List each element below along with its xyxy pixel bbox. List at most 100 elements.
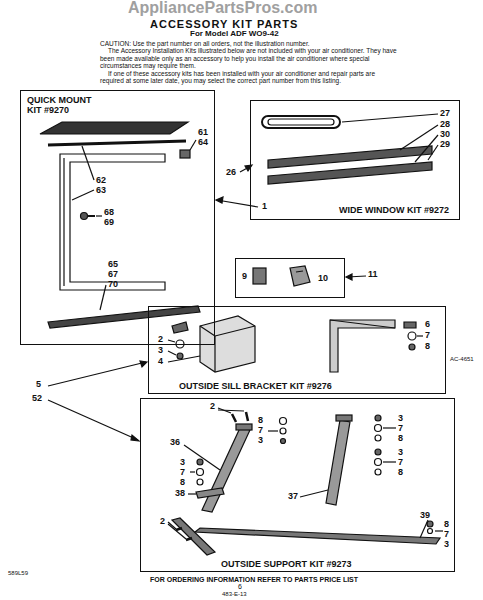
callout-number: 26 bbox=[226, 168, 236, 178]
callout-number: 8 bbox=[398, 468, 403, 478]
block-edge bbox=[200, 326, 215, 336]
callout-number: 8 bbox=[398, 434, 403, 444]
leader-line bbox=[190, 471, 195, 472]
callout-number: 3 bbox=[398, 448, 403, 458]
callout-number: 9 bbox=[242, 271, 247, 281]
leader-line bbox=[342, 114, 438, 122]
washer bbox=[375, 469, 381, 475]
leader-line bbox=[96, 215, 102, 216]
callout-number: 7 bbox=[398, 424, 403, 434]
cross-bar bbox=[195, 528, 440, 544]
callout-number: 8 bbox=[180, 478, 185, 488]
leader-line bbox=[168, 524, 186, 539]
callout-number: 67 bbox=[108, 270, 118, 280]
short-bar bbox=[172, 518, 215, 555]
screw-shank bbox=[87, 215, 95, 217]
small-part bbox=[180, 150, 190, 158]
doc-code: 483-E-13 bbox=[222, 591, 247, 598]
leader-line bbox=[435, 530, 443, 531]
leader-line bbox=[72, 190, 94, 200]
screw bbox=[404, 322, 416, 328]
screw bbox=[172, 322, 188, 333]
leader-line bbox=[428, 145, 438, 160]
washer bbox=[428, 529, 433, 534]
strut-plate bbox=[236, 424, 252, 430]
leader-arrow bbox=[48, 362, 146, 386]
callout-number: 8 bbox=[258, 416, 263, 426]
leader-line bbox=[417, 335, 423, 336]
washer bbox=[375, 425, 382, 432]
callout-number: 5 bbox=[36, 380, 41, 390]
leader-arrow bbox=[48, 400, 138, 440]
callout-number: 7 bbox=[444, 530, 449, 540]
kit-heading: WIDE WINDOW KIT #9272 bbox=[339, 205, 449, 215]
foam-loop-inner bbox=[268, 119, 334, 125]
callout-number: 3 bbox=[258, 436, 263, 446]
footer-note: FOR ORDERING INFORMATION REFER TO PARTS … bbox=[150, 576, 358, 584]
callout-number: 2 bbox=[158, 335, 163, 345]
callout-number: 2 bbox=[210, 402, 215, 412]
left-strut bbox=[202, 428, 250, 512]
callout-number: 7 bbox=[258, 426, 263, 436]
callout-number: 7 bbox=[425, 331, 430, 341]
leader-line bbox=[420, 520, 428, 538]
callout-number: 37 bbox=[288, 492, 298, 502]
washer bbox=[375, 459, 382, 466]
leader-line bbox=[383, 427, 396, 428]
leader-line bbox=[218, 410, 244, 411]
callout-number: 8 bbox=[425, 342, 430, 352]
sill-block bbox=[200, 316, 255, 372]
leader-line bbox=[168, 340, 175, 342]
callout-number: 30 bbox=[440, 130, 450, 140]
callout-number: 68 bbox=[104, 208, 114, 218]
callout-number: 3 bbox=[158, 346, 163, 356]
callout-number: 11 bbox=[368, 270, 378, 280]
kit-heading: QUICK MOUNT KIT #9270 bbox=[27, 95, 107, 115]
block-edge bbox=[215, 326, 255, 336]
title: ACCESSORY KIT PARTS bbox=[150, 18, 298, 30]
nut bbox=[375, 415, 381, 421]
callout-number: 36 bbox=[170, 438, 180, 448]
leader-arrow bbox=[217, 200, 258, 207]
callout-number: 61 bbox=[198, 128, 208, 138]
wide-bar bbox=[268, 162, 432, 184]
callout-number: 63 bbox=[96, 186, 106, 196]
callout-number: 69 bbox=[104, 218, 114, 228]
callout-number: 38 bbox=[175, 489, 185, 499]
leader-line bbox=[383, 461, 396, 462]
nut bbox=[197, 459, 203, 465]
washer bbox=[280, 418, 287, 425]
leader-line bbox=[168, 351, 176, 355]
leader-line bbox=[188, 493, 196, 494]
watermark: AppliancePartsPros.com bbox=[128, 0, 317, 17]
callout-number: 1 bbox=[262, 202, 267, 212]
washer bbox=[197, 479, 203, 485]
leader-line bbox=[100, 285, 106, 310]
callout-number: 10 bbox=[318, 273, 328, 283]
right-strut bbox=[326, 420, 350, 505]
callout-number: 29 bbox=[440, 140, 450, 150]
sill-bracket bbox=[330, 320, 395, 372]
callout-number: 70 bbox=[108, 280, 118, 290]
hinge-part bbox=[290, 266, 310, 286]
callout-number: 27 bbox=[440, 109, 450, 119]
kit-box: OUTSIDE SILL BRACKET KIT #9276 bbox=[148, 306, 446, 394]
arrowhead bbox=[140, 361, 147, 367]
callout-number: 52 bbox=[32, 394, 42, 404]
callout-number: 7 bbox=[180, 468, 185, 478]
nut bbox=[427, 521, 433, 527]
doc-code: 589L59 bbox=[8, 570, 28, 577]
kit-heading: OUTSIDE SILL BRACKET KIT #9276 bbox=[179, 381, 332, 391]
screw-head bbox=[81, 213, 88, 220]
callout-number: 3 bbox=[444, 540, 449, 550]
callout-number: 39 bbox=[420, 511, 430, 521]
nut bbox=[281, 439, 286, 444]
callout-number: 28 bbox=[440, 120, 450, 130]
foam-strip bbox=[40, 122, 188, 134]
clip-kit-box: 9 10 bbox=[235, 258, 345, 298]
leader-line bbox=[184, 445, 220, 470]
drawing-code: AC-4651 bbox=[450, 356, 474, 363]
arrowhead bbox=[131, 435, 139, 441]
callout-number: 62 bbox=[96, 176, 106, 186]
